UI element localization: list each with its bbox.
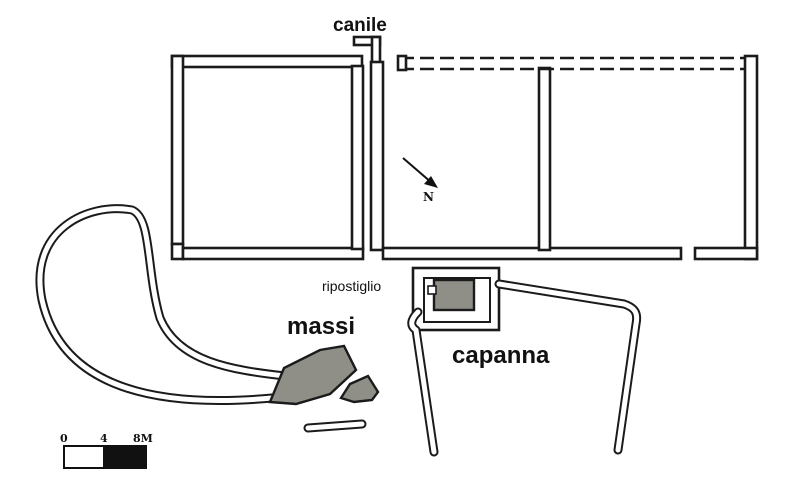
fence-bottom-segment xyxy=(303,419,367,433)
room-center xyxy=(369,60,683,261)
north-arrow: N xyxy=(402,157,438,204)
north-label: N xyxy=(423,190,434,204)
boulder-large xyxy=(268,344,358,406)
label-capanna: capanna xyxy=(452,342,550,369)
fence-capanna-left xyxy=(407,307,439,457)
scale-tick-8m: 8M xyxy=(133,432,153,445)
main-building: N xyxy=(170,35,759,261)
scale-tick-0: 0 xyxy=(60,432,68,445)
scale-bar: 0 4 8M xyxy=(60,432,153,469)
boulder-small xyxy=(339,374,380,404)
label-canile: canile xyxy=(333,15,387,36)
boulders xyxy=(268,344,380,406)
label-massi: massi xyxy=(287,313,355,340)
label-ripostiglio: ripostiglio xyxy=(322,278,381,294)
storage-room xyxy=(411,266,501,332)
room-right xyxy=(396,54,759,261)
scale-tick-4: 4 xyxy=(100,432,108,445)
fence-left-loop xyxy=(35,204,290,405)
fence-capanna-right xyxy=(494,279,642,455)
room-left xyxy=(170,54,365,261)
